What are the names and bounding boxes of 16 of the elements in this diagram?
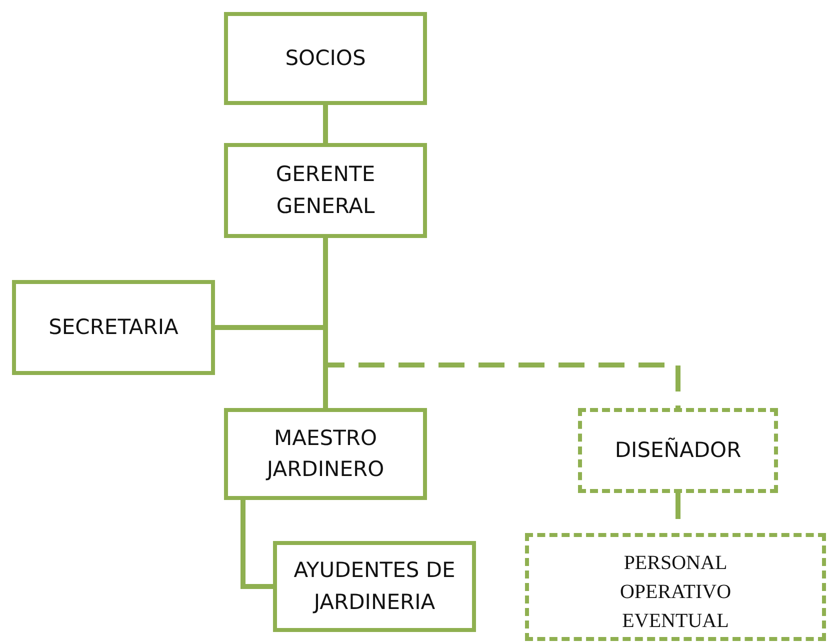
org-box bbox=[224, 143, 427, 238]
role-label: AYUDENTES DE JARDINERIA bbox=[292, 557, 456, 616]
connector-line bbox=[323, 105, 328, 143]
dashed-org-box bbox=[525, 533, 826, 641]
role-label: DISEÑADOR bbox=[614, 436, 742, 464]
org-box bbox=[273, 541, 476, 632]
role-label: SECRETARIA bbox=[48, 314, 178, 341]
role-label: PERSONAL OPERATIVO EVENTUAL bbox=[618, 551, 732, 634]
org-box bbox=[12, 280, 215, 375]
connector-line bbox=[240, 500, 273, 589]
role-label: GERENTE GENERAL bbox=[274, 161, 376, 220]
role-label: MAESTRO JARDINERO bbox=[264, 424, 386, 483]
role-label: SOCIOS bbox=[285, 44, 366, 72]
dashed-org-box bbox=[578, 408, 778, 493]
org-box bbox=[224, 12, 427, 105]
org-box bbox=[224, 408, 427, 500]
